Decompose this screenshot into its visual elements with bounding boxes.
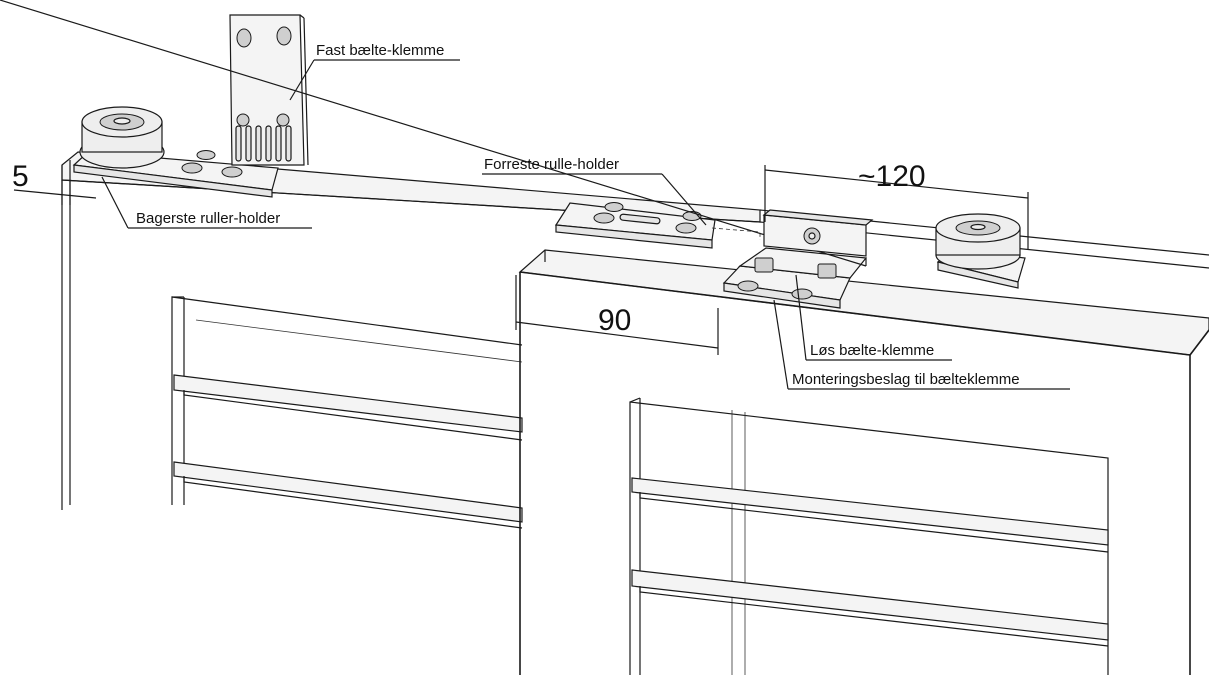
label-loose-belt-clamp: Løs bælte-klemme: [810, 342, 934, 359]
dimension-roller-distance: ~120: [764, 160, 1029, 250]
label-clamp-mounting-bracket: Monteringsbeslag til bælteklemme: [792, 371, 1020, 388]
callout-rear-roller-holder: Bagerste ruller-holder: [101, 176, 312, 229]
dimension-edge-offset: 5: [12, 160, 97, 205]
label-fixed-belt-clamp: Fast bælte-klemme: [316, 42, 444, 59]
label-rear-roller-holder: Bagerste ruller-holder: [136, 210, 280, 227]
label-front-roller-holder: Forreste rulle-holder: [484, 156, 619, 173]
rear-roller-holder: [72, 106, 279, 198]
dimension-door-overlap-value: 90: [598, 304, 631, 337]
callout-front-roller-holder: Forreste rulle-holder: [482, 156, 707, 226]
dimension-roller-distance-value: ~120: [858, 160, 926, 193]
loose-belt-clamp: [754, 209, 874, 279]
callout-clamp-mounting-bracket: Monteringsbeslag til bælteklemme: [773, 299, 1070, 390]
dimension-door-overlap: 90: [515, 275, 719, 355]
callout-loose-belt-clamp: Løs bælte-klemme: [795, 274, 952, 361]
clamp-slots: [235, 125, 292, 162]
right-roller: [935, 213, 1026, 289]
fixed-belt-clamp: [229, 14, 309, 166]
callout-fixed-belt-clamp: Fast bælte-klemme: [289, 42, 460, 101]
dimension-edge-offset-value: 5: [12, 160, 29, 193]
front-door: [518, 249, 1209, 675]
